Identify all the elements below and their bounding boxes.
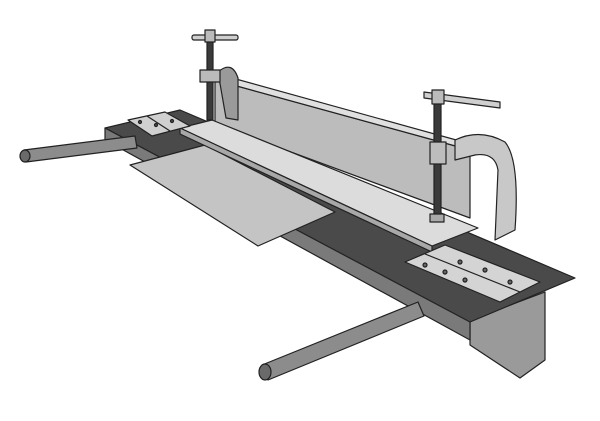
metal-sheet (129, 144, 336, 247)
left-handle-rod (19, 135, 138, 163)
left-hinge (127, 111, 191, 137)
right-handle-rod (258, 301, 425, 381)
right-hinge (404, 244, 541, 303)
left-clamp (191, 29, 239, 121)
right-clamp (423, 89, 517, 241)
